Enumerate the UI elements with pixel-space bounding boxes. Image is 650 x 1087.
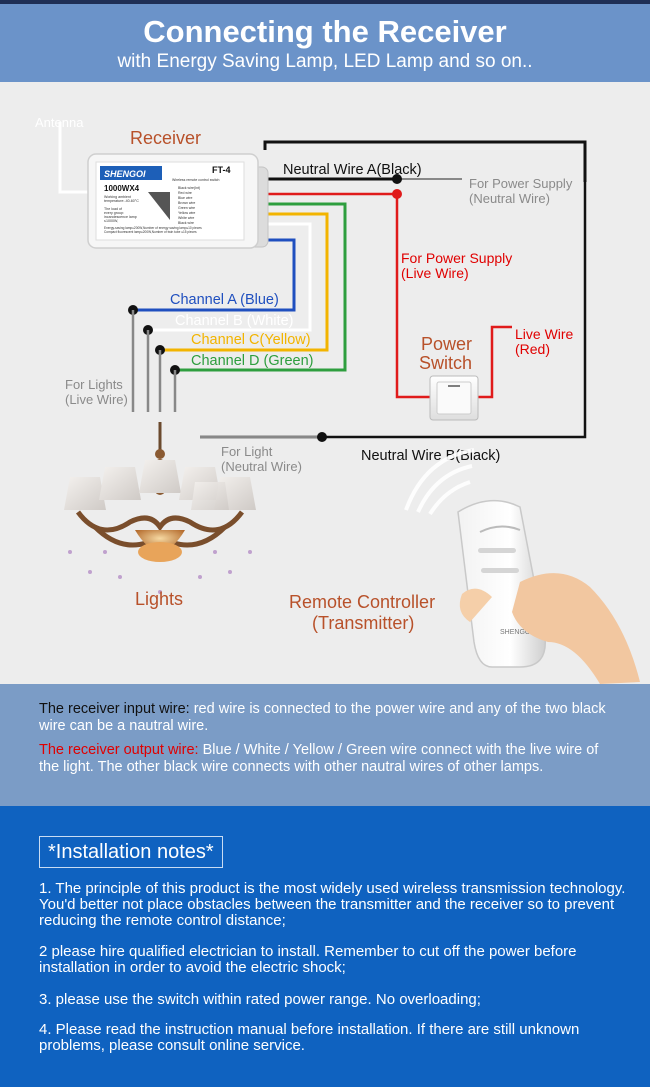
channel-a-label: Channel A (Blue) bbox=[170, 292, 279, 308]
receiver-brand: SHENGOI bbox=[104, 169, 146, 179]
neutral-wire-b-label: Neutral Wire B(Black) bbox=[361, 448, 500, 464]
channel-c-wire bbox=[160, 212, 329, 352]
antenna-label: Antenna bbox=[35, 115, 84, 130]
output-wire-desc: Blue / White / Yellow / Green wire conne… bbox=[39, 742, 599, 775]
page-title: Connecting the Receiver bbox=[143, 14, 507, 49]
page-subtitle: with Energy Saving Lamp, LED Lamp and so… bbox=[117, 51, 533, 72]
neutral-wire-a: Neutral Wire A(Black) For Power Supply (… bbox=[263, 140, 587, 206]
receiver-spec: ≤1000W, bbox=[104, 219, 118, 223]
receiver-spec: incandescence lamp bbox=[104, 215, 137, 219]
output-wire-key: The receiver output wire: bbox=[39, 742, 199, 758]
channel-b-wire bbox=[148, 222, 312, 332]
terminal-label: Yellow wire bbox=[178, 211, 195, 215]
channel-a-wire bbox=[133, 238, 296, 312]
signal-waves bbox=[404, 448, 475, 516]
for-lights-label-1: For Lights bbox=[65, 377, 123, 392]
wire-info-panel: The receiver input wire: red wire is con… bbox=[0, 684, 650, 806]
receiver-model: FT-4 bbox=[212, 165, 231, 175]
live-wire-red: For Power Supply (Live Wire) Live Wire (… bbox=[265, 189, 574, 399]
wiring-diagram-canvas: Antenna Receiver Neutral Wire A(Black) F… bbox=[35, 115, 640, 684]
live-wire-red-label-2: (Red) bbox=[515, 341, 550, 357]
input-wire-key: The receiver input wire: bbox=[39, 701, 190, 717]
power-supply-neutral-label-2: (Neutral Wire) bbox=[469, 191, 550, 206]
neutral-wire-a-label: Neutral Wire A(Black) bbox=[283, 162, 422, 178]
terminal-label: Brown wire bbox=[178, 201, 195, 205]
power-supply-neutral-label-1: For Power Supply bbox=[469, 176, 573, 191]
remote-label-1: Remote Controller bbox=[289, 592, 435, 612]
receiver-brand-badge bbox=[100, 166, 162, 180]
terminal-label: Red wire bbox=[178, 191, 192, 195]
receiver-wiring-graphic bbox=[148, 192, 170, 220]
for-lights-label-2: (Live Wire) bbox=[65, 392, 128, 407]
installation-notes-title: *Installation notes* bbox=[39, 836, 223, 868]
output-wire-text: The receiver output wire: Blue / White /… bbox=[39, 742, 619, 776]
receiver-subtitle: Wireless remote control switch bbox=[172, 178, 220, 182]
chandelier-illustration bbox=[64, 422, 256, 594]
terminal-label: Black wire bbox=[178, 221, 194, 225]
receiver-spec: Compact fluorescent lamp≤200W,Number of … bbox=[104, 230, 197, 234]
receiver-rating: 1000WX4 bbox=[104, 184, 140, 193]
power-supply-live-label-2: (Live Wire) bbox=[401, 265, 469, 281]
receiver-spec: The load of bbox=[104, 207, 122, 211]
page-header: Connecting the Receiver with Energy Savi… bbox=[0, 4, 650, 82]
remote-brand: SHENGOI bbox=[500, 629, 532, 636]
channel-c-label: Channel C(Yellow) bbox=[191, 332, 311, 348]
receiver-spec: Energy-saving lamp≤200W,Number of energy… bbox=[104, 226, 202, 230]
channel-d-label: Channel D (Green) bbox=[191, 353, 314, 369]
channel-wires: Channel A (Blue) Channel B (White) Chann… bbox=[65, 202, 347, 412]
lights-label: Lights bbox=[135, 589, 183, 609]
remote-controller: SHENGOI bbox=[404, 448, 640, 684]
antenna: Antenna bbox=[35, 115, 95, 194]
power-switch-label-1: Power bbox=[421, 334, 472, 354]
input-wire-desc: red wire is connected to the power wire … bbox=[39, 701, 606, 734]
note-item: 4. Please read the instruction manual be… bbox=[39, 1021, 580, 1054]
note-item: 2 please hire qualified electrician to i… bbox=[39, 943, 577, 976]
neutral-wire-b: Neutral Wire B(Black) For Light (Neutral… bbox=[200, 182, 587, 474]
receiver-device: SHENGOI FT-4 Wireless remote control swi… bbox=[87, 153, 269, 249]
input-wire-text: The receiver input wire: red wire is con… bbox=[39, 701, 619, 735]
terminal-label: Black wire(Int) bbox=[178, 186, 200, 190]
top-border bbox=[0, 0, 650, 4]
live-wire-red-label-1: Live Wire bbox=[515, 326, 574, 342]
terminal-label: Blue wire bbox=[178, 196, 192, 200]
light-neutral-label-2: (Neutral Wire) bbox=[221, 459, 302, 474]
receiver-label: Receiver bbox=[130, 128, 201, 148]
receiver-terminal-labels: Black wire(Int) Red wire Blue wire Brown… bbox=[178, 186, 200, 225]
receiver-spec: every group: bbox=[104, 211, 124, 215]
terminal-label: Green wire bbox=[178, 206, 195, 210]
power-supply-live-label-1: For Power Supply bbox=[401, 250, 512, 266]
installation-notes-panel: *Installation notes* 1. The principle of… bbox=[0, 806, 650, 1087]
channel-d-wire bbox=[175, 202, 347, 372]
wiring-diagram: Antenna Receiver Neutral Wire A(Black) F… bbox=[0, 82, 650, 684]
terminal-label: White wire bbox=[178, 216, 194, 220]
power-switch: Power Switch bbox=[419, 334, 479, 421]
note-item: 1. The principle of this product is the … bbox=[39, 880, 626, 929]
remote-label-2: (Transmitter) bbox=[312, 613, 414, 633]
receiver-spec: temperature:-40-60°C bbox=[104, 199, 139, 203]
receiver-spec: Working ambient bbox=[104, 195, 131, 199]
light-neutral-label-1: For Light bbox=[221, 444, 273, 459]
channel-b-label: Channel B (White) bbox=[175, 313, 293, 329]
note-item: 3. please use the switch within rated po… bbox=[39, 991, 481, 1008]
power-switch-label-2: Switch bbox=[419, 353, 472, 373]
